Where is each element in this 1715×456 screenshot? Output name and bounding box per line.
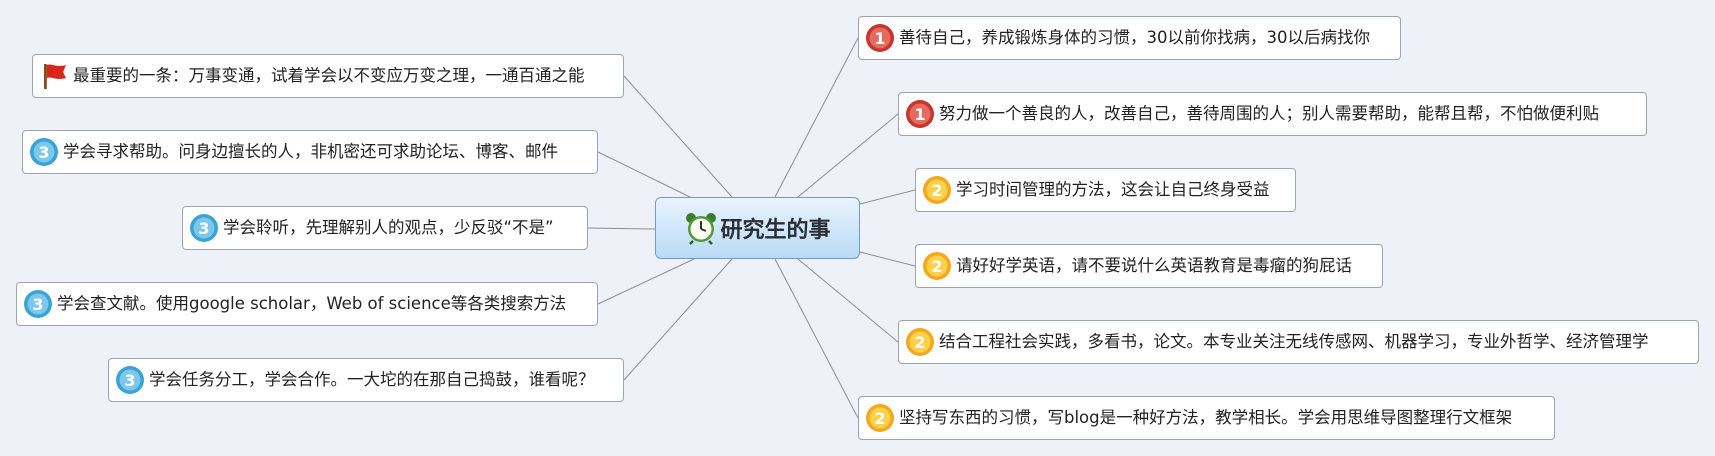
connector-line [623, 258, 733, 381]
topic-node[interactable]: 3 学会查文献。使用google scholar，Web of science等… [16, 282, 598, 326]
topic-label: 学会任务分工，学会合作。一大坨的在那自己捣鼓，谁看呢？ [149, 370, 595, 389]
priority-2-icon: 2 [866, 404, 894, 432]
connector-line [597, 258, 695, 305]
topic-label: 努力做一个善良的人，改善自己，善待周围的人；别人需要帮助，能帮且帮，不怕做便利贴 [939, 104, 1599, 123]
topic-label: 最重要的一条：万事变通，试着学会以不变应万变之理，一通百通之能 [73, 66, 585, 85]
topic-node[interactable]: 1 努力做一个善良的人，改善自己，善待周围的人；别人需要帮助，能帮且帮，不怕做便… [898, 92, 1647, 136]
topic-label: 坚持写东西的习惯，写blog是一种好方法，教学相长。学会用思维导图整理行文框架 [899, 408, 1513, 427]
topic-label: 学习时间管理的方法，这会让自己终身受益 [956, 180, 1270, 199]
topic-node[interactable]: 2 请好好学英语，请不要说什么英语教育是毒瘤的狗屁话 [915, 244, 1383, 288]
connector-line [587, 227, 656, 230]
topic-node[interactable]: 3 学会寻求帮助。问身边擅长的人，非机密还可求助论坛、博客、邮件 [22, 130, 598, 174]
topic-node[interactable]: 2 学习时间管理的方法，这会让自己终身受益 [915, 168, 1296, 212]
connector-line [797, 113, 899, 198]
priority-1-icon: 1 [906, 100, 934, 128]
topic-label: 善待自己，养成锻炼身体的习惯，30以前你找病，30以后病找你 [899, 28, 1370, 47]
connector-line [774, 37, 859, 198]
topic-node[interactable]: 1 善待自己，养成锻炼身体的习惯，30以前你找病，30以后病找你 [858, 16, 1401, 60]
priority-2-icon: 2 [923, 176, 951, 204]
priority-3-icon: 3 [30, 138, 58, 166]
topic-label: 学会聆听，先理解别人的观点，少反驳“不是” [223, 218, 554, 237]
connector-line [623, 75, 733, 198]
topic-label: 请好好学英语，请不要说什么英语教育是毒瘤的狗屁话 [956, 256, 1352, 275]
svg-text:1: 1 [874, 29, 885, 48]
alarm-clock-icon [686, 213, 717, 245]
svg-text:2: 2 [874, 409, 885, 428]
red-flag-icon [44, 64, 66, 89]
connector-line [859, 251, 916, 267]
topic-node[interactable]: 3 学会任务分工，学会合作。一大坨的在那自己捣鼓，谁看呢？ [108, 358, 624, 402]
topic-label: 学会寻求帮助。问身边擅长的人，非机密还可求助论坛、博客、邮件 [63, 142, 558, 161]
topic-node[interactable]: 2 结合工程社会实践，多看书，论文。本专业关注无线传感网、机器学习，专业外哲学、… [898, 320, 1699, 364]
priority-3-icon: 3 [116, 366, 144, 394]
svg-text:2: 2 [931, 181, 942, 200]
priority-3-icon: 3 [190, 214, 218, 242]
connector-line [859, 189, 916, 205]
svg-text:2: 2 [914, 333, 925, 352]
priority-1-icon: 1 [866, 24, 894, 52]
priority-3-icon: 3 [24, 290, 52, 318]
svg-text:3: 3 [198, 219, 209, 238]
topic-label: 学会查文献。使用google scholar，Web of science等各类… [57, 294, 567, 313]
central-topic-label: 研究生的事 [720, 218, 831, 243]
connector-line [797, 258, 899, 343]
central-topic[interactable]: 研究生的事 [655, 197, 860, 259]
svg-text:3: 3 [38, 143, 49, 162]
svg-text:1: 1 [914, 105, 925, 124]
priority-2-icon: 2 [923, 252, 951, 280]
svg-text:3: 3 [32, 295, 43, 314]
topic-node[interactable]: 最重要的一条：万事变通，试着学会以不变应万变之理，一通百通之能 [32, 54, 624, 98]
priority-2-icon: 2 [906, 328, 934, 356]
topic-node[interactable]: 2 坚持写东西的习惯，写blog是一种好方法，教学相长。学会用思维导图整理行文框… [858, 396, 1555, 440]
connector-line [774, 258, 859, 419]
svg-text:2: 2 [931, 257, 942, 276]
svg-text:3: 3 [124, 371, 135, 390]
topic-label: 结合工程社会实践，多看书，论文。本专业关注无线传感网、机器学习，专业外哲学、经济… [939, 332, 1649, 351]
connector-line [597, 151, 695, 200]
topic-node[interactable]: 3 学会聆听，先理解别人的观点，少反驳“不是” [182, 206, 588, 250]
